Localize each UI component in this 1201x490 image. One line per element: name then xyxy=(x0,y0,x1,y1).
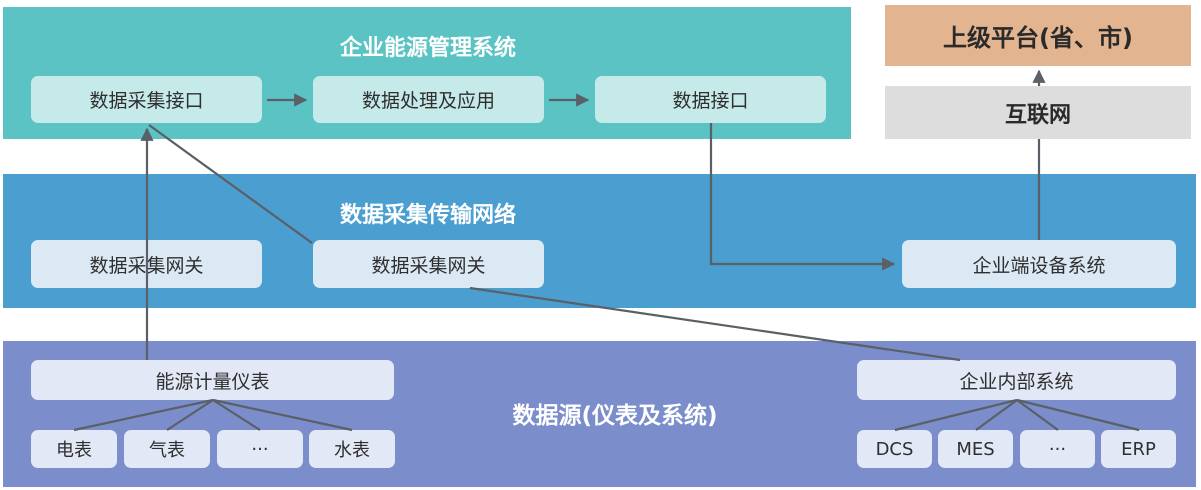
processing-label: 数据处理及应用 xyxy=(361,90,495,112)
data-interface-label: 数据接口 xyxy=(672,90,749,112)
arrow-interface-to-device xyxy=(709,123,896,271)
internal-item-label: MES xyxy=(956,438,995,460)
data-interface-box: 数据接口 xyxy=(595,76,826,123)
internet-label: 互联网 xyxy=(1004,102,1071,128)
line-gateway2-to-collect xyxy=(148,124,313,244)
source-title: 数据源(仪表及系统) xyxy=(512,403,718,429)
meter-item-label: 水表 xyxy=(334,440,370,461)
meter-item: 气表 xyxy=(124,430,210,468)
enterprise-device-system-box: 企业端设备系统 xyxy=(902,240,1176,288)
meter-item-label: 气表 xyxy=(149,440,185,461)
internal-item-label: DCS xyxy=(875,438,914,460)
enterprise-device-system-label: 企业端设备系统 xyxy=(972,254,1106,277)
meter-item-label: ··· xyxy=(251,438,269,460)
upper-platform-label: 上级平台(省、市) xyxy=(943,24,1133,52)
internal-system-box: 企业内部系统 xyxy=(857,360,1176,400)
meter-item: 水表 xyxy=(309,430,395,468)
meter-item: 电表 xyxy=(31,430,117,468)
meters-box: 能源计量仪表 xyxy=(31,360,394,400)
collect-interface-label: 数据采集接口 xyxy=(89,90,204,112)
energy-mgmt-title: 企业能源管理系统 xyxy=(339,36,516,61)
upper-platform-box: 上级平台(省、市) xyxy=(885,5,1191,66)
fan-meter-3 xyxy=(212,399,261,431)
collect-interface-box: 数据采集接口 xyxy=(31,76,262,123)
gateway-2-box: 数据采集网关 xyxy=(313,240,544,288)
fan-internal-2 xyxy=(975,399,1018,431)
internal-item: ··· xyxy=(1020,430,1095,468)
internal-item: DCS xyxy=(857,430,932,468)
internal-item: ERP xyxy=(1101,430,1176,468)
internal-system-label: 企业内部系统 xyxy=(959,370,1074,393)
internal-item: MES xyxy=(938,430,1013,468)
internal-item-label: ERP xyxy=(1121,438,1156,460)
fan-internal-1 xyxy=(894,398,1018,432)
internet-box: 互联网 xyxy=(885,86,1191,139)
transfer-title: 数据采集传输网络 xyxy=(339,203,516,228)
fan-internal-4 xyxy=(1016,398,1140,432)
fan-internal-3 xyxy=(1016,399,1059,431)
meter-item: ··· xyxy=(217,430,303,468)
fan-meter-1 xyxy=(73,398,214,432)
meter-item-label: 电表 xyxy=(56,440,92,461)
fan-meter-2 xyxy=(166,399,214,431)
gateway-2-label: 数据采集网关 xyxy=(371,254,486,277)
processing-box: 数据处理及应用 xyxy=(313,76,544,123)
internal-item-label: ··· xyxy=(1048,438,1067,460)
meters-label: 能源计量仪表 xyxy=(155,370,270,393)
line-gateway2-to-internal xyxy=(469,286,961,362)
fan-meter-4 xyxy=(212,398,353,432)
